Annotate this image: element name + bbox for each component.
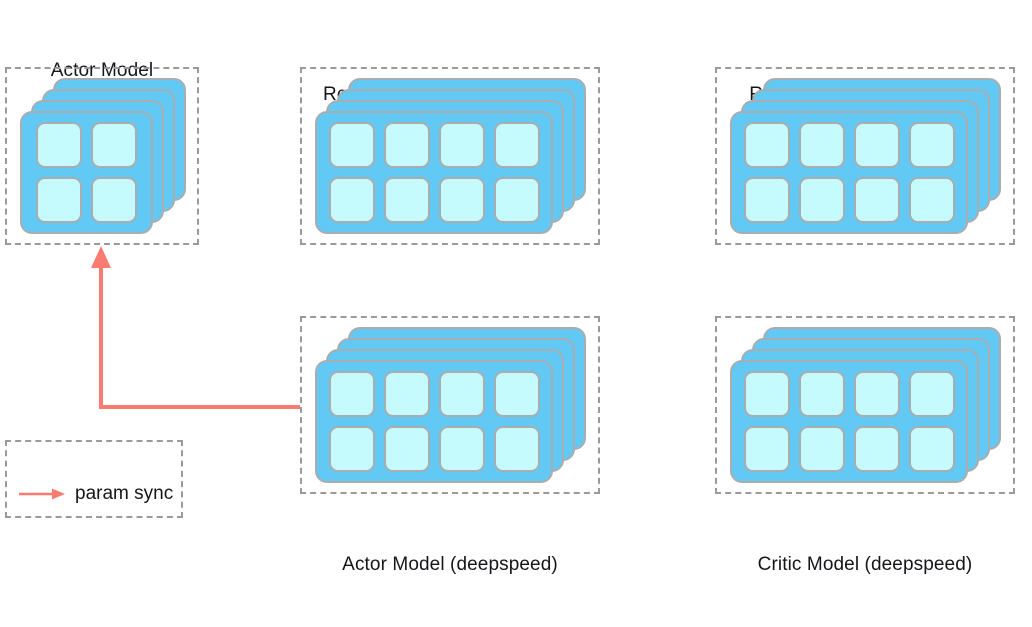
gpu-chip bbox=[743, 122, 790, 168]
gpu-chip bbox=[493, 122, 540, 168]
gpu-chip bbox=[493, 177, 540, 223]
group-box-reward-model bbox=[715, 67, 1015, 245]
legend-entry-param-sync: param sync bbox=[19, 483, 173, 504]
panel-title-line1: Actor Model bbox=[50, 60, 154, 81]
gpu-card-layer-1 bbox=[730, 360, 968, 483]
gpu-chip bbox=[36, 122, 82, 168]
gpu-chip bbox=[798, 426, 845, 472]
param-sync-arrowhead-icon bbox=[91, 246, 111, 268]
gpu-chip bbox=[493, 426, 540, 472]
gpu-chip bbox=[908, 122, 955, 168]
gpu-chip bbox=[383, 426, 430, 472]
panel-title-line1: Actor Model (deepspeed) bbox=[342, 554, 558, 575]
gpu-chip bbox=[798, 177, 845, 223]
gpu-card-layer-1 bbox=[20, 111, 153, 234]
gpu-chip bbox=[438, 426, 485, 472]
gpu-chip bbox=[853, 177, 900, 223]
diagram-canvas: Actor Model (generation, vllm) Reference… bbox=[5, 60, 1015, 575]
gpu-chip bbox=[383, 371, 430, 417]
panel-title-line1: Critic Model (deepspeed) bbox=[757, 554, 973, 575]
gpu-chip bbox=[383, 177, 430, 223]
gpu-chip bbox=[438, 177, 485, 223]
gpu-card-layer-1 bbox=[315, 111, 553, 234]
gpu-chip bbox=[908, 371, 955, 417]
gpu-card-layer-1 bbox=[730, 111, 968, 234]
gpu-chip bbox=[91, 122, 137, 168]
gpu-card-layer-1 bbox=[315, 360, 553, 483]
gpu-chip bbox=[853, 371, 900, 417]
gpu-chip bbox=[798, 371, 845, 417]
param-sync-arrow-path bbox=[99, 262, 300, 409]
panel-title-critic-model: Critic Model (deepspeed) bbox=[715, 502, 1015, 627]
gpu-chip bbox=[438, 371, 485, 417]
group-box-actor-deepspeed bbox=[300, 316, 600, 494]
panel-title-actor-deepspeed: Actor Model (deepspeed) bbox=[300, 502, 600, 627]
group-box-actor-generation bbox=[5, 67, 199, 245]
gpu-chip bbox=[798, 122, 845, 168]
gpu-stack-critic-model bbox=[730, 327, 1001, 483]
gpu-chip bbox=[853, 122, 900, 168]
right-arrow-icon bbox=[19, 487, 67, 501]
gpu-chip bbox=[328, 177, 375, 223]
group-box-critic-model bbox=[715, 316, 1015, 494]
gpu-stack-reward-model bbox=[730, 78, 1001, 234]
gpu-chip bbox=[853, 426, 900, 472]
gpu-chip bbox=[438, 122, 485, 168]
gpu-chip bbox=[908, 177, 955, 223]
gpu-stack-reference-model bbox=[315, 78, 586, 234]
gpu-stack-actor-generation bbox=[20, 78, 186, 234]
gpu-chip bbox=[383, 122, 430, 168]
gpu-stack-actor-deepspeed bbox=[315, 327, 586, 483]
legend-label-param-sync: param sync bbox=[75, 483, 174, 504]
gpu-chip bbox=[328, 122, 375, 168]
gpu-chip bbox=[91, 177, 137, 223]
gpu-chip bbox=[743, 371, 790, 417]
gpu-chip bbox=[493, 371, 540, 417]
legend-box: param sync bbox=[5, 440, 183, 518]
gpu-chip bbox=[743, 177, 790, 223]
group-box-reference-model bbox=[300, 67, 600, 245]
gpu-chip bbox=[908, 426, 955, 472]
gpu-chip bbox=[36, 177, 82, 223]
gpu-chip bbox=[328, 371, 375, 417]
gpu-chip bbox=[328, 426, 375, 472]
gpu-chip bbox=[743, 426, 790, 472]
